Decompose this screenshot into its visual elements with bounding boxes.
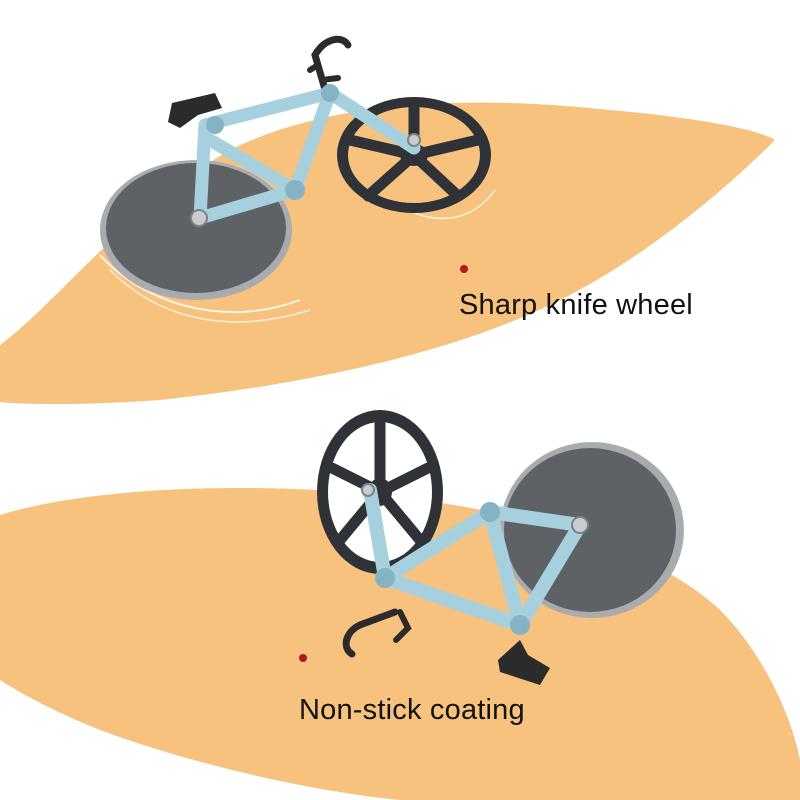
frame-joints-inverted (375, 502, 530, 635)
front-axle (407, 133, 421, 147)
bike-bottom (317, 410, 684, 685)
handlebar-grip (307, 60, 341, 84)
handlebar-grip-inverted (393, 609, 412, 643)
handlebar-inverted (342, 608, 399, 658)
frame (193, 86, 421, 225)
blade-large-face (504, 448, 676, 612)
callout-label-knife-wheel: Sharp knife wheel (459, 289, 693, 321)
callout-dot (460, 265, 468, 273)
seat (168, 93, 222, 128)
motion-line (99, 254, 301, 313)
rear-axle (190, 209, 208, 227)
spoke-wheel-upright (317, 410, 443, 574)
callout-dot (299, 654, 307, 662)
rear-blade-face (106, 163, 286, 293)
handlebar (311, 35, 352, 97)
axle-inverted (571, 516, 589, 534)
seat-inverted (498, 640, 550, 685)
frame-joints (206, 84, 339, 200)
motion-line (109, 269, 311, 323)
bike-top (99, 35, 496, 323)
frame-inverted (363, 483, 587, 632)
callout-label-non-stick: Non-stick coating (299, 694, 525, 726)
axle-wheel-inverted (361, 483, 375, 497)
